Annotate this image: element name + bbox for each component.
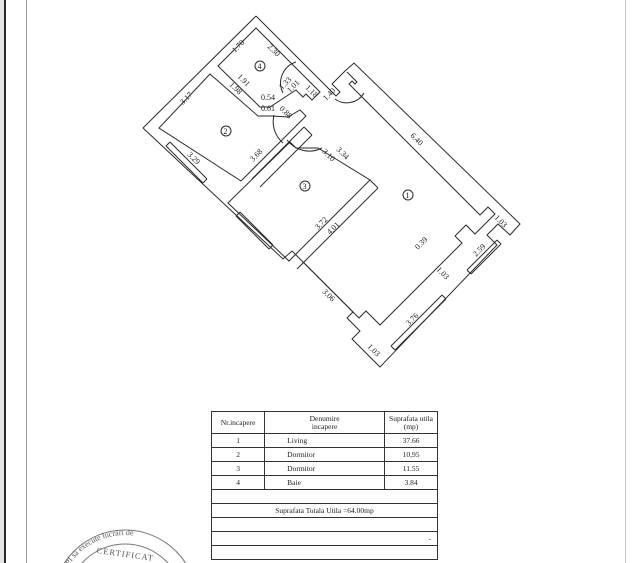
dim-label: 3.68 [248, 147, 264, 163]
dim-label: 3.76 [404, 311, 420, 327]
total-area: Suprafata Totala Utila =64.00mp [211, 503, 438, 518]
header-area-line2: (mp) [403, 421, 419, 431]
cell-area: 3.84 [384, 475, 438, 490]
dim-label: 0.54 [261, 93, 275, 102]
dim-label: 3.34 [335, 145, 351, 161]
room-number-3: 3 [303, 182, 307, 191]
window-living-1 [390, 294, 447, 351]
cell-name: Dormitor [264, 447, 386, 462]
scan-edge-dark-line [4, 0, 6, 563]
room-4-bath [217, 27, 321, 108]
door-swing-bath [280, 61, 297, 94]
table-total-row: Suprafata Totala Utila =64.00mp [211, 503, 438, 518]
cell-nr: 1 [210, 433, 266, 448]
room-3-bedroom [227, 141, 371, 262]
inner-wall-living [302, 71, 496, 326]
room-number-4: 4 [258, 62, 262, 71]
window-living-2 [466, 239, 502, 275]
window-room-3 [235, 211, 274, 250]
scan-edge-shade [0, 0, 4, 563]
cell-nr: 2 [210, 447, 266, 462]
table-empty-row [211, 545, 438, 560]
header-area: Suprafata utila (mp) [384, 411, 438, 434]
table-empty-row [211, 489, 438, 504]
dim-label: 0.61 [261, 104, 275, 113]
dim-label: 2.30 [266, 42, 282, 58]
room-number-2: 2 [224, 127, 228, 136]
dim-label: 3.06 [321, 287, 337, 303]
header-name-line1: Denumire [309, 413, 340, 423]
door-swing-room-2 [272, 114, 284, 144]
cell-nr: 3 [210, 461, 266, 476]
area-table: Nr.incapere Denumire incapere Suprafata … [210, 411, 438, 560]
window-room-2 [165, 141, 208, 184]
header-name-line2: incapere [311, 421, 338, 431]
dim-label: 0.39 [413, 235, 429, 251]
dash-mark: - [211, 531, 438, 546]
room-labels: 4 2 3 1 [224, 62, 410, 200]
cell-name: Baie [264, 475, 386, 490]
door-swing-entrance [334, 92, 365, 104]
header-name: Denumire incapere [264, 411, 386, 434]
certification-stamp: de ANCPI să execute lucrări de CERTIFICA… [52, 528, 187, 563]
cell-name: Living [264, 433, 386, 448]
header-nr: Nr.incapere [210, 411, 266, 434]
table-empty-row: - [211, 531, 438, 546]
table-row: 4 Baie 3.84 [210, 475, 438, 490]
room-number-1: 1 [406, 191, 410, 200]
room-2-bedroom [158, 73, 307, 182]
dim-label: 1.18 [304, 83, 320, 99]
page-right-margin-line [625, 0, 626, 563]
dim-label: 1.40 [321, 86, 337, 102]
cell-area: 37.66 [384, 433, 438, 448]
door-swing-room-3 [286, 139, 323, 152]
dim-label: 3.29 [186, 150, 202, 166]
dim-label: 1.03 [366, 342, 382, 358]
cell-area: 11.55 [384, 461, 438, 476]
table-header-row: Nr.incapere Denumire incapere Suprafata … [210, 411, 438, 434]
cell-name: Dormitor [264, 461, 386, 476]
dim-label: 2.59 [471, 242, 487, 258]
dim-label: 0.88 [278, 104, 294, 120]
cell-nr: 4 [210, 475, 266, 490]
header-area-line1: Suprafata utila [389, 413, 433, 423]
dim-label: 3.10 [321, 147, 337, 163]
page-margin-line [26, 0, 27, 563]
outer-wall [142, 15, 521, 368]
table-empty-row [211, 517, 438, 532]
table-row: 3 Dormitor 11.55 [210, 461, 438, 476]
table-row: 1 Living 37.66 [210, 433, 438, 448]
table-row: 2 Dormitor 10,95 [210, 447, 438, 462]
dim-label: 6.40 [409, 131, 425, 147]
dimension-labels: 1.70 2.30 1.91 1.98 1.33 1.01 1.18 1.40 … [178, 38, 509, 358]
cell-area: 10,95 [384, 447, 438, 462]
